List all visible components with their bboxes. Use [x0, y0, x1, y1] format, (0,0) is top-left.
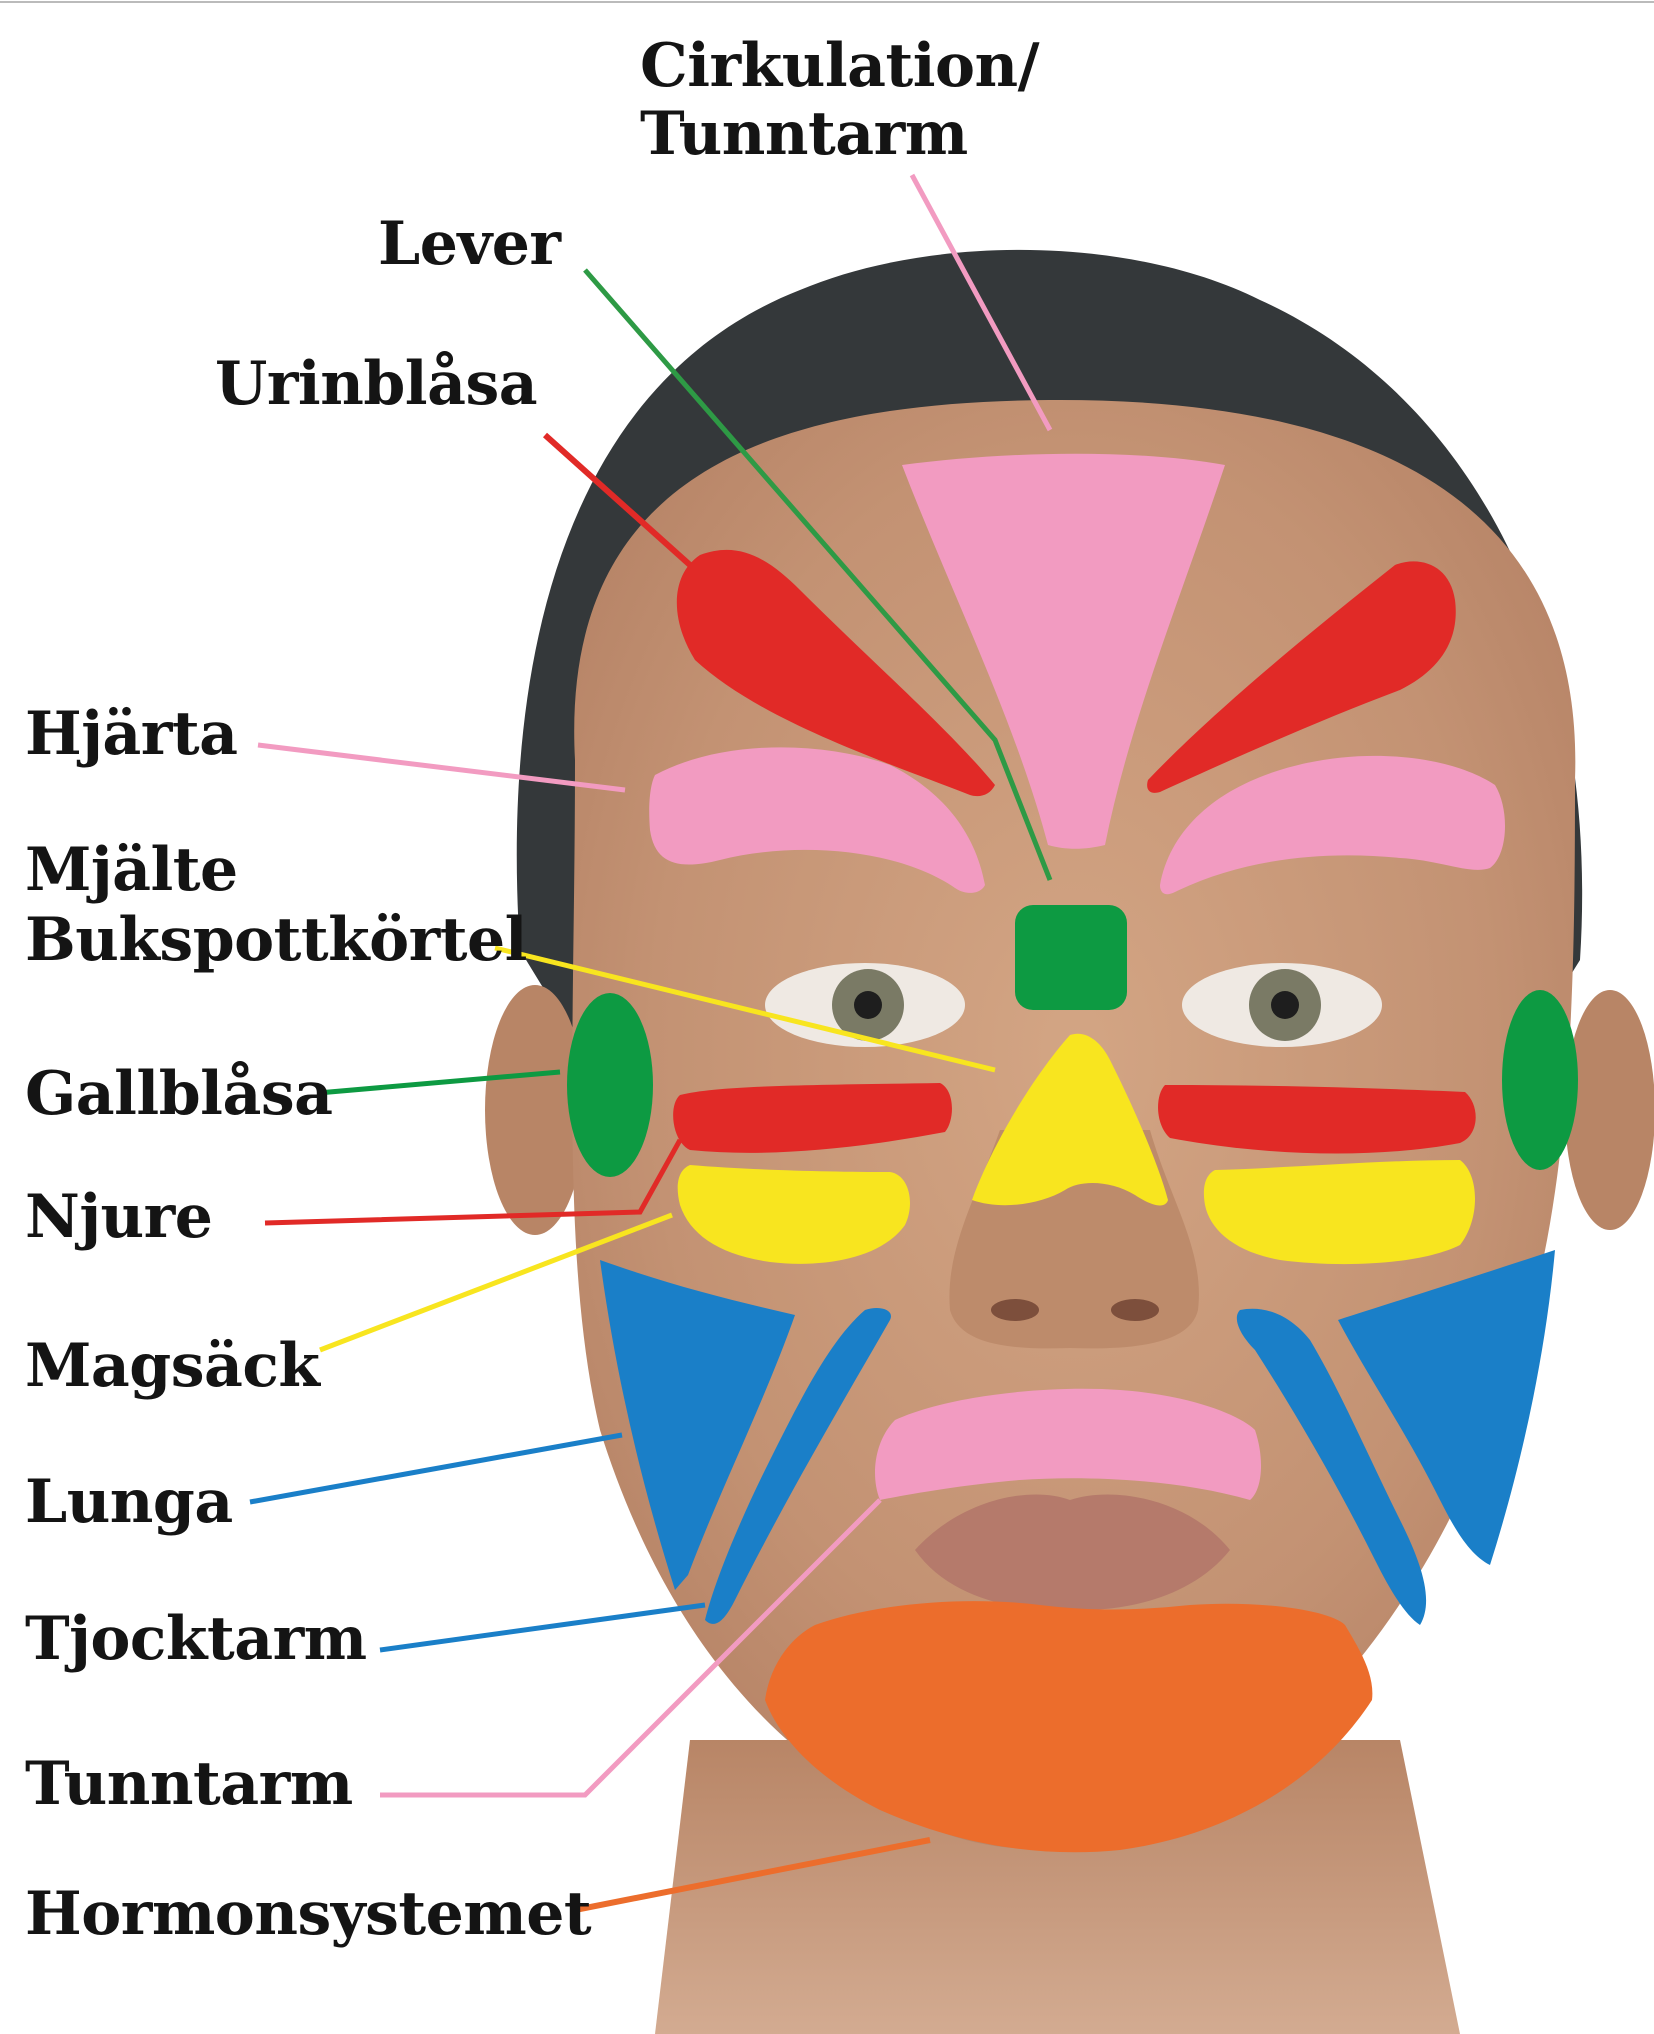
- zone-mjalte: [1015, 905, 1127, 1010]
- zone-njure-right: [1158, 1085, 1476, 1154]
- label-hormonsystemet: Hormonsystemet: [25, 1880, 591, 1948]
- left-pupil: [854, 991, 882, 1019]
- zone-magsack-right: [1204, 1160, 1475, 1264]
- label-mjalte: Mjälte: [25, 836, 238, 904]
- left-nostril: [991, 1299, 1039, 1321]
- zone-gallblasa-left: [567, 993, 653, 1177]
- label-cirkulation-tunntarm: Tunntarm: [640, 100, 968, 168]
- label-cirkulation: Cirkulation/: [640, 32, 1039, 100]
- label-hjarta: Hjärta: [25, 700, 237, 768]
- leader-lunga: [250, 1435, 622, 1502]
- zone-gallblasa-right: [1502, 990, 1578, 1170]
- right-ear: [1565, 990, 1654, 1230]
- label-magsack: Magsäck: [25, 1332, 320, 1400]
- right-nostril: [1111, 1299, 1159, 1321]
- label-tjocktarm: Tjocktarm: [25, 1605, 367, 1673]
- leader-tjocktarm: [380, 1605, 705, 1650]
- label-gallblasa: Gallblåsa: [25, 1060, 332, 1128]
- label-bukspottkortel: Bukspottkörtel: [25, 906, 527, 974]
- label-lunga: Lunga: [25, 1468, 233, 1536]
- label-tunntarm: Tunntarm: [25, 1750, 353, 1818]
- right-pupil: [1271, 991, 1299, 1019]
- label-urinblasa: Urinblåsa: [215, 350, 537, 418]
- label-njure: Njure: [25, 1183, 212, 1251]
- label-lever: Lever: [378, 210, 561, 278]
